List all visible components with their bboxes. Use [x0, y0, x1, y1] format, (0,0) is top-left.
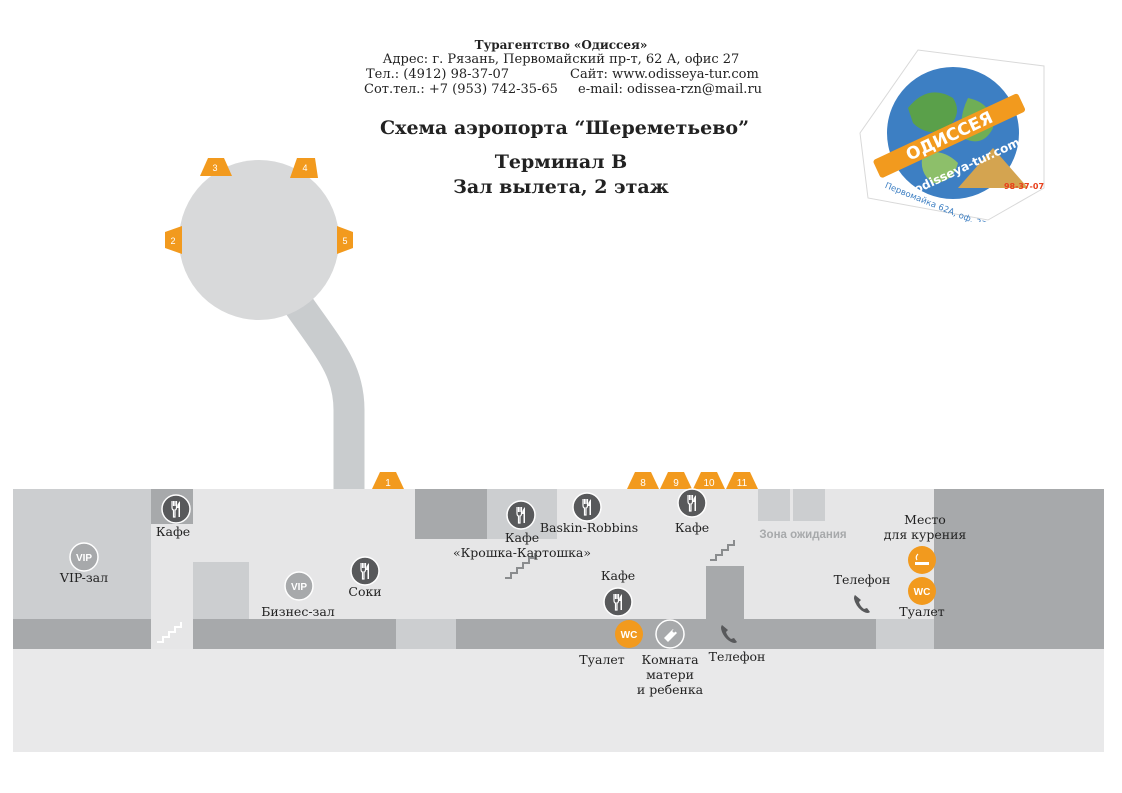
business-hall-label: Бизнес-зал — [261, 604, 335, 619]
cafe-left-label: Кафе — [155, 524, 191, 539]
cafe-kroshka-name: «Крошка-Картошка» — [452, 545, 592, 560]
mother-room-label-2: матери — [646, 667, 694, 682]
juices-label: Соки — [348, 584, 382, 599]
agency-address: Адрес: г. Рязань, Первомайский пр-т, 62 … — [382, 52, 740, 67]
gate-marker-1 — [372, 472, 404, 489]
smoking-label-1: Место — [904, 512, 946, 527]
toilet-center-label: Туалет — [579, 652, 625, 667]
bottom-strip-3 — [396, 619, 456, 649]
vip-icon: VIP — [69, 542, 99, 572]
company-logo: ОДИССЕЯ odisseya-tur.com Первомайка 62А,… — [848, 38, 1052, 231]
toilet-right-label: Туалет — [899, 604, 945, 619]
hall-title: Зал вылета, 2 этаж — [453, 176, 669, 198]
cafe-icon — [350, 556, 380, 586]
gate-marker-11 — [726, 472, 758, 489]
cafe-kroshka-label: Кафе — [504, 530, 540, 545]
cafe-icon — [506, 500, 536, 530]
gate-4-num: 4 — [302, 163, 307, 173]
gate-marker-8 — [627, 472, 659, 489]
gate-marker-4 — [290, 158, 318, 178]
cafe-center-label: Кафе — [600, 568, 636, 583]
vip-hall-label: VIP-зал — [59, 570, 109, 585]
satellite-building — [179, 160, 339, 320]
pillar-center — [706, 566, 744, 619]
gate-marker-2 — [165, 226, 182, 254]
terminal-title: Терминал B — [494, 151, 628, 173]
center-block-dark — [415, 489, 487, 539]
cafe-icon — [603, 587, 633, 617]
cafe-icon — [677, 488, 707, 518]
vip-business-icon: VIP — [284, 571, 314, 601]
cafe-right-label: Кафе — [674, 520, 710, 535]
stairs-right — [710, 540, 735, 561]
business-block — [193, 562, 249, 619]
gate-10-num: 10 — [703, 478, 715, 489]
agency-phone: Тел.: (4912) 98-37-07 — [366, 67, 510, 82]
bottom-strip-5 — [876, 619, 934, 649]
phone-icon — [713, 618, 743, 648]
gate-11-num: 11 — [737, 478, 748, 489]
gate-3-num: 3 — [212, 163, 217, 173]
smoking-label-2: для курения — [883, 527, 967, 542]
waiting-zone-label: Зона ожидания — [759, 529, 846, 541]
bottom-strip-2 — [193, 619, 396, 649]
svg-text:WC: WC — [621, 630, 638, 641]
svg-text:VIP: VIP — [291, 582, 307, 593]
waiting-block-2 — [793, 489, 825, 521]
baskin-label: Baskin-Robbins — [539, 520, 639, 535]
lower-area — [13, 649, 1104, 752]
mother-room-label-3: и ребенка — [636, 682, 704, 697]
bottom-strip-1 — [13, 619, 151, 649]
cafe-icon — [572, 492, 602, 522]
logo-phone: 98-37-07 — [1004, 182, 1044, 191]
gate-marker-3 — [200, 158, 232, 176]
gate-9-num: 9 — [673, 478, 679, 489]
airport-title: Схема аэропорта “Шереметьево” — [380, 117, 750, 139]
gate-marker-10 — [693, 472, 725, 489]
phone-right-label: Телефон — [833, 572, 891, 587]
stairs-center — [505, 553, 536, 579]
agency-site: Сайт: www.odisseya-tur.com — [570, 67, 759, 82]
right-block — [934, 489, 1104, 649]
stairs-left — [157, 622, 182, 643]
gate-1-num: 1 — [385, 478, 391, 489]
gate-5-num: 5 — [342, 236, 347, 246]
phone-icon — [846, 588, 876, 618]
agency-name: Турагентство «Одиссея» — [474, 38, 648, 52]
cafe-icon — [161, 494, 191, 524]
gate-marker-9 — [660, 472, 692, 489]
bridge-connector — [282, 291, 365, 489]
svg-text:WC: WC — [914, 587, 931, 598]
mother-child-icon — [655, 619, 685, 649]
toilet-icon: WC — [614, 619, 644, 649]
waiting-block-1 — [758, 489, 790, 521]
phone-center-label: Телефон — [708, 649, 766, 664]
gate-2-num: 2 — [170, 236, 175, 246]
agency-mobile: Сот.тел.: +7 (953) 742-35-65 — [364, 82, 558, 97]
gate-marker-5 — [337, 226, 353, 254]
agency-email: e-mail: odissea-rzn@mail.ru — [578, 82, 763, 97]
mother-room-label-1: Комната — [641, 652, 699, 667]
toilet-icon: WC — [907, 576, 937, 606]
gate-8-num: 8 — [640, 478, 646, 489]
svg-text:VIP: VIP — [76, 553, 92, 564]
smoking-icon — [907, 545, 937, 575]
